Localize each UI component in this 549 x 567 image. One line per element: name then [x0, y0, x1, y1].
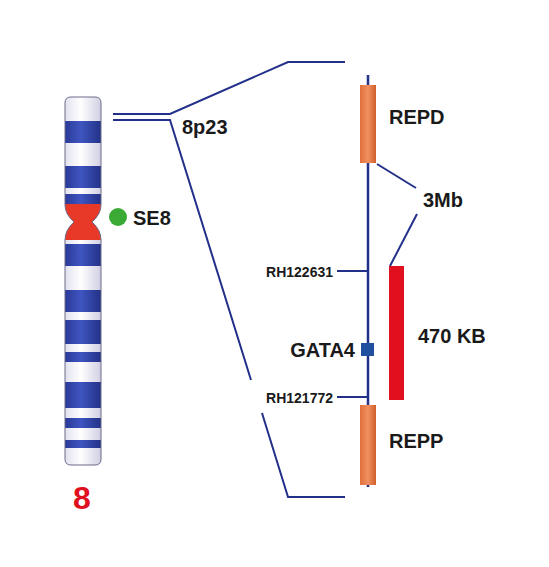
centromere-marker	[109, 208, 127, 226]
chromosome-number: 8	[73, 482, 91, 514]
chromosome-8	[60, 95, 106, 470]
repp-block	[360, 405, 376, 485]
deletion-bar	[389, 266, 404, 400]
marker-label: SE8	[133, 208, 171, 228]
marker-tick	[337, 270, 368, 272]
repd-block	[360, 85, 376, 163]
zoom-lines	[113, 62, 345, 497]
marker-label: RH121772	[266, 391, 333, 405]
region-label: 8p23	[182, 117, 228, 137]
distance-leaders	[377, 164, 417, 266]
gata4-marker	[361, 343, 374, 356]
segment-label: REPP	[389, 431, 443, 451]
size-label: 470 KB	[418, 326, 486, 346]
distance-label: 3Mb	[423, 190, 463, 210]
segment-label: REPD	[389, 107, 445, 127]
marker-label: RH122631	[266, 265, 333, 279]
gene-label: GATA4	[290, 340, 355, 360]
marker-tick	[337, 396, 368, 398]
